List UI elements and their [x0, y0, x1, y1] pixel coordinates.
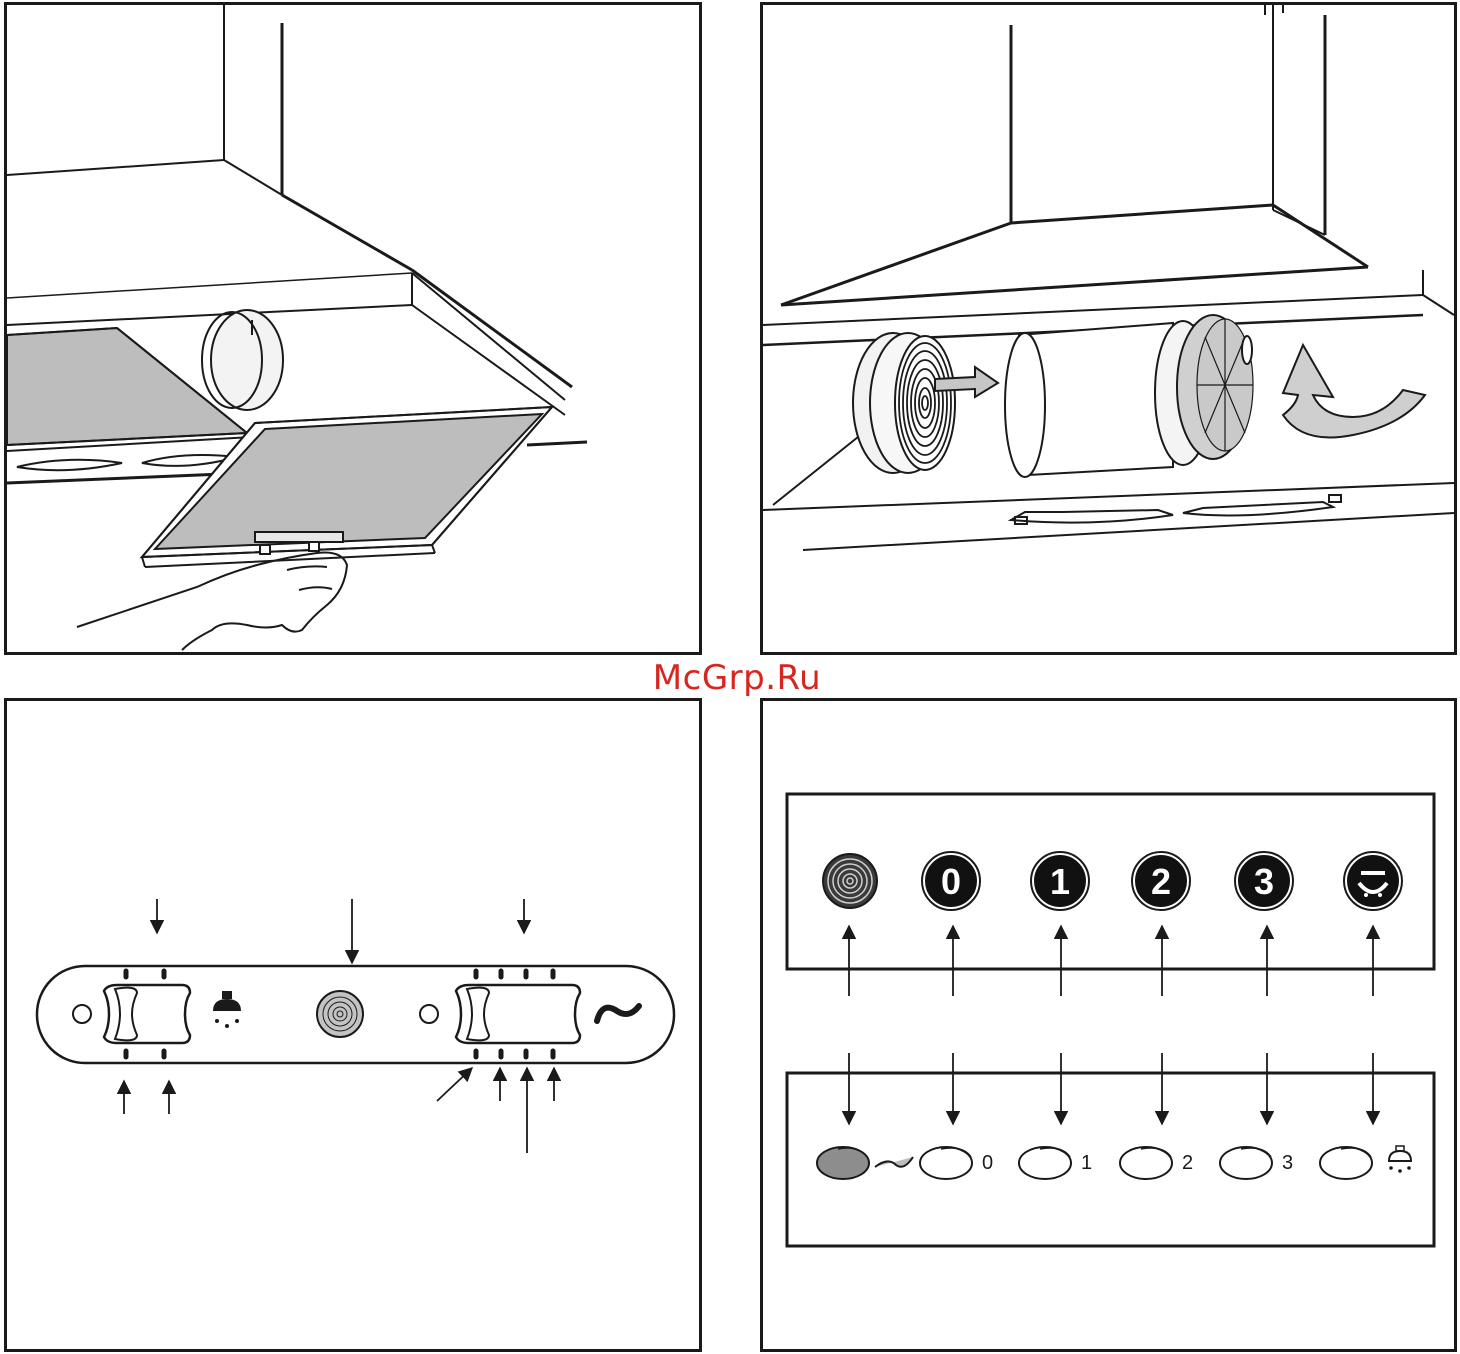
speed-0-text: 0	[982, 1152, 993, 1174]
speed-3-pushbutton[interactable]	[1220, 1147, 1272, 1179]
panel-remove-filter	[4, 2, 702, 655]
button-control-diagram: 0 1 2 3	[763, 701, 1454, 1349]
speed-2-pushbutton[interactable]	[1120, 1147, 1172, 1179]
speed-1-label: 1	[1050, 861, 1070, 902]
grease-filter-button[interactable]	[823, 854, 877, 908]
indicator-light-left	[73, 1005, 91, 1023]
speed-0-pushbutton[interactable]	[920, 1147, 972, 1179]
speed-0-label: 0	[941, 861, 961, 902]
fan-speed-slider[interactable]	[456, 985, 580, 1043]
light-button[interactable]	[1344, 852, 1402, 910]
grease-filter-icon	[317, 991, 363, 1037]
lamp-icon	[1389, 1146, 1411, 1173]
panel-button-controls: 0 1 2 3	[760, 698, 1457, 1352]
speed-3-label: 3	[1254, 861, 1274, 902]
speed-1-text: 1	[1081, 1152, 1092, 1174]
fan-icon	[597, 1006, 639, 1021]
speed-0-button[interactable]: 0	[922, 852, 980, 910]
grease-filter-pushbutton[interactable]	[817, 1147, 869, 1179]
panel-slider-controls	[4, 698, 702, 1352]
speed-2-label: 2	[1151, 861, 1171, 902]
speed-3-button[interactable]: 3	[1235, 852, 1293, 910]
speed-2-text: 2	[1182, 1152, 1193, 1174]
hood-filter-removal-illustration	[7, 5, 699, 652]
slider-control-diagram	[7, 701, 699, 1349]
touch-control-panel	[787, 794, 1434, 969]
panel-carbon-filter	[760, 2, 1457, 655]
light-slider[interactable]	[104, 985, 190, 1043]
speed-1-button[interactable]: 1	[1031, 852, 1089, 910]
speed-1-pushbutton[interactable]	[1019, 1147, 1071, 1179]
speed-2-button[interactable]: 2	[1132, 852, 1190, 910]
watermark-text: McGrp.Ru	[632, 658, 842, 698]
indicator-light-right	[420, 1005, 438, 1023]
speed-3-text: 3	[1282, 1152, 1293, 1174]
light-pushbutton[interactable]	[1320, 1147, 1372, 1179]
carbon-filter-illustration	[763, 5, 1454, 652]
lamp-icon	[213, 991, 241, 1028]
fan-icon	[875, 1157, 913, 1167]
